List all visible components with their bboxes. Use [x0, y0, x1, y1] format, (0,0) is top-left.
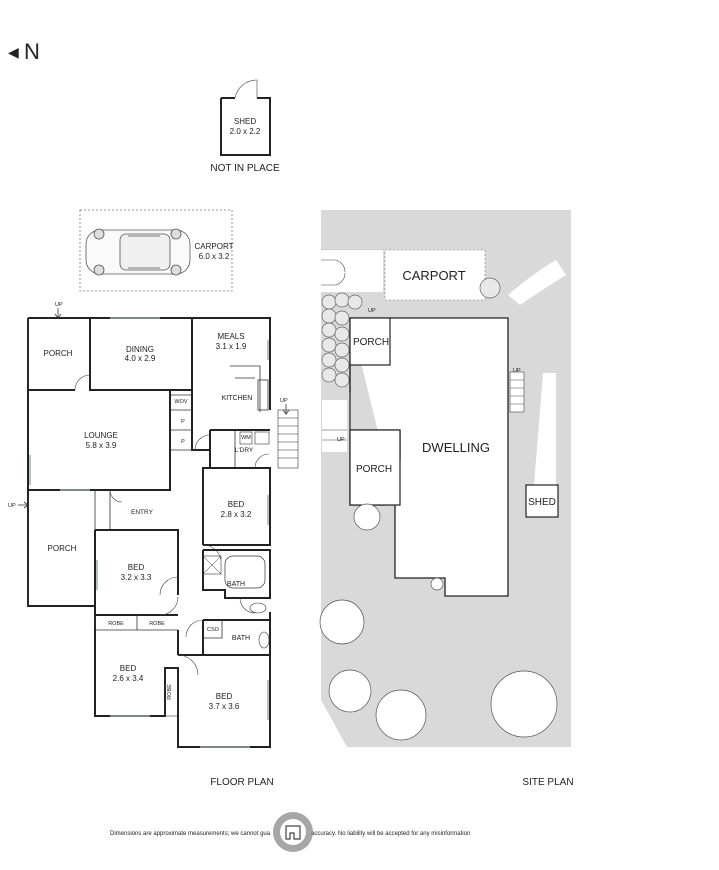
- bed1-dims: 2.8 x 3.2: [221, 510, 252, 519]
- carport-dims: 6.0 x 3.2: [199, 252, 230, 261]
- laundry-label: L'DRY: [235, 447, 254, 454]
- bed2-title: BED: [128, 563, 145, 572]
- site-porch-mid-label: PORCH: [356, 464, 392, 475]
- floor-plan: UP UP UP PORCH DINING 4.0 x 2.9 MEALS 3.…: [8, 302, 299, 748]
- bed3-dims: 2.6 x 3.4: [113, 674, 144, 683]
- meals-dims: 3.1 x 1.9: [216, 342, 247, 351]
- robe-label-1: ROBE: [108, 621, 124, 627]
- lounge-title: LOUNGE: [84, 431, 118, 440]
- north-compass: ◀ N: [8, 39, 40, 64]
- up-label-porch-top: UP: [55, 302, 63, 308]
- shed-floor: SHED 2.0 x 2.2 NOT IN PLACE: [210, 79, 280, 174]
- bed4-title: BED: [216, 692, 233, 701]
- pantry-label-1: P: [181, 419, 185, 425]
- bath1-label: BATH: [227, 581, 245, 588]
- carport-floor: CARPORT 6.0 x 3.2: [79, 209, 234, 292]
- hedge-shrubs: [321, 277, 501, 388]
- wm-label: WM: [241, 435, 251, 441]
- floor-plan-caption: FLOOR PLAN: [210, 777, 273, 788]
- bed2-dims: 3.2 x 3.3: [121, 573, 152, 582]
- site-up-label-3: UP: [337, 437, 345, 443]
- cso-label: CSO: [207, 627, 220, 633]
- site-plan: CARPORT PORCH PORCH DWELLING UP UP UP SH…: [319, 210, 571, 747]
- up-label-porch-left: UP: [8, 503, 16, 509]
- site-up-label-1: UP: [513, 368, 521, 374]
- site-porch-top-label: PORCH: [353, 337, 389, 348]
- robe-label-3: ROBE: [167, 684, 173, 700]
- shed-note: NOT IN PLACE: [210, 163, 280, 174]
- site-carport-label: CARPORT: [402, 268, 465, 283]
- shed-dims: 2.0 x 2.2: [230, 127, 261, 136]
- bed3-title: BED: [120, 664, 137, 673]
- site-up-label-2: UP: [368, 308, 376, 314]
- lounge-dims: 5.8 x 3.9: [86, 441, 117, 450]
- dining-dims: 4.0 x 2.9: [125, 354, 156, 363]
- entry-label: ENTRY: [131, 509, 154, 516]
- carport-title: CARPORT: [195, 242, 234, 251]
- bath2-label: BATH: [232, 635, 250, 642]
- bed1-title: BED: [228, 500, 245, 509]
- bed4-dims: 3.7 x 3.6: [209, 702, 240, 711]
- site-plan-caption: SITE PLAN: [522, 777, 573, 788]
- dwelling-label: DWELLING: [422, 440, 490, 455]
- site-shed-label: SHED: [528, 497, 556, 508]
- kitchen-label: KITCHEN: [222, 395, 253, 402]
- disclaimer-text-left: Dimensions are approximate measurements;…: [110, 831, 271, 837]
- dining-title: DINING: [126, 345, 154, 354]
- meals-title: MEALS: [217, 332, 244, 341]
- trees: [319, 503, 558, 741]
- robe-label-2: ROBE: [149, 621, 165, 627]
- disclaimer-text-right: accuracy. No liability will be accepted …: [311, 831, 470, 837]
- shed-title: SHED: [234, 117, 256, 126]
- wov-label: WOV: [174, 399, 187, 405]
- porch-top-label: PORCH: [44, 349, 73, 358]
- car-icon: [85, 228, 191, 276]
- porch-left-label: PORCH: [48, 544, 77, 553]
- floorplan-logo-icon: [273, 812, 313, 852]
- north-label: N: [24, 39, 40, 64]
- north-arrow-icon: ◀: [8, 44, 19, 60]
- pantry-label-2: P: [181, 439, 185, 445]
- up-label-laundry: UP: [280, 398, 288, 404]
